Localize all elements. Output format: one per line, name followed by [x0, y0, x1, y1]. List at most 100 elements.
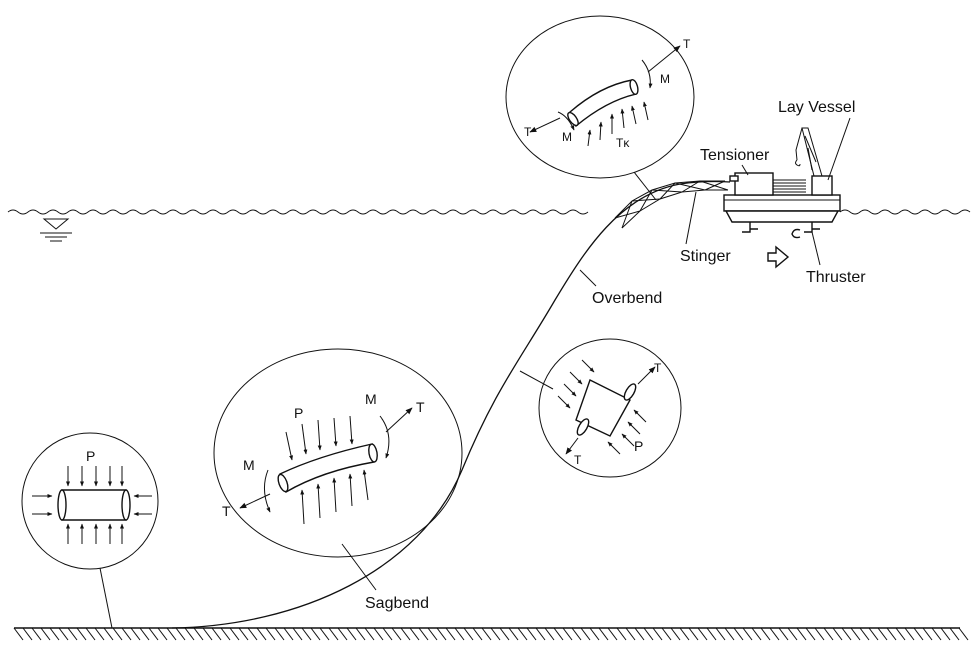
seabed-hatch-line [301, 627, 312, 641]
seabed-hatch-line [796, 627, 807, 641]
seabed-hatch-line [634, 627, 645, 641]
seabed-hatch-line [373, 627, 384, 641]
seabed-hatch-line [328, 627, 339, 641]
seabed-hatch-line [193, 627, 204, 641]
seabed-hatch-line [112, 627, 123, 641]
seabed-hatch-line [913, 627, 924, 641]
seabed-hatch-line [103, 627, 114, 641]
seabed-hatch-line [382, 627, 393, 641]
label-lay-vessel: Lay Vessel [778, 99, 855, 116]
sagbend-t-right: T [416, 399, 425, 415]
seabed-hatch-line [688, 627, 699, 641]
seabed-hatch-line [364, 627, 375, 641]
label-thruster: Thruster [806, 269, 866, 286]
seabed-hatch-line [670, 627, 681, 641]
seabed-hatch-line [409, 627, 420, 641]
seabed-hatch-line [778, 627, 789, 641]
seabed-hatch-line [40, 627, 51, 641]
seabed-hatch-line [922, 627, 933, 641]
seabed-hatch-line [463, 627, 474, 641]
seabed-hatch-line [427, 627, 438, 641]
seabed-hatch-line [310, 627, 321, 641]
seabed-hatch-line [337, 627, 348, 641]
inflection-p: P [634, 438, 643, 454]
seabed-hatch-line [706, 627, 717, 641]
seabed-hatch-line [805, 627, 816, 641]
seabed-hatch-line [436, 627, 447, 641]
pipeline-curve [171, 180, 731, 629]
seabed-hatch-line [841, 627, 852, 641]
overbend-t-right: T [683, 37, 691, 51]
seabed-hatch-line [220, 627, 231, 641]
seabed-hatch-line [508, 627, 519, 641]
seabed-hatch-line [904, 627, 915, 641]
seabed-hatch-line [400, 627, 411, 641]
seabed-hatch-line [868, 627, 879, 641]
seabed-hatch-line [292, 627, 303, 641]
seabed-hatch-line [490, 627, 501, 641]
seabed-hatch-line [211, 627, 222, 641]
seabed-hatch-line [94, 627, 105, 641]
seabed-hatch-line [517, 627, 528, 641]
seabed-hatch-line [553, 627, 564, 641]
seabed-hatch-line [742, 627, 753, 641]
seabed-hatch-line [247, 627, 258, 641]
seabed-hatch-line [607, 627, 618, 641]
seabed-hatch-line [454, 627, 465, 641]
thruster-units [742, 222, 820, 239]
seabed-hatch-line [283, 627, 294, 641]
inflection-t-bottom: T [574, 453, 582, 467]
seabed-hatch-line [751, 627, 762, 641]
seabed-hatch-line [481, 627, 492, 641]
seabed-hatch-line [157, 627, 168, 641]
seabed-hatch-line [418, 627, 429, 641]
sagbend-m-right: M [365, 391, 377, 407]
seabed-hatch-line [949, 627, 960, 641]
inflection-t-top: T [654, 361, 662, 375]
seabed-hatch-line [886, 627, 897, 641]
overbend-m-right: M [660, 72, 670, 86]
seabed-hatch-line [67, 627, 78, 641]
seabed-hatch-line [346, 627, 357, 641]
seabed-hatch-line [391, 627, 402, 641]
seabed-hatch-line [130, 627, 141, 641]
seabed-hatch-line [760, 627, 771, 641]
water-level-symbol [40, 218, 72, 242]
sagbend-p: P [294, 405, 303, 421]
overbend-m-left: M [562, 130, 572, 144]
seabed-hatch-line [85, 627, 96, 641]
seabed-hatch-line [562, 627, 573, 641]
seabed-hatch-line [877, 627, 888, 641]
seabed-hatch-line [850, 627, 861, 641]
seabed-hatch-line [580, 627, 591, 641]
seabed-hatch-line [769, 627, 780, 641]
seabed-hatch-line [958, 627, 969, 641]
sagbend-detail-bubble: P M T M T [213, 348, 463, 558]
overbend-t-left: T [524, 125, 532, 139]
seabed-hatch-line [238, 627, 249, 641]
seabed-hatch-line [445, 627, 456, 641]
inflection-detail-bubble: T T P [519, 338, 682, 478]
seabed-hatch-line [166, 627, 177, 641]
seabed-hatch-line [526, 627, 537, 641]
seabed-hatch-line [544, 627, 555, 641]
seabed-hatch-line [787, 627, 798, 641]
label-overbend: Overbend [592, 290, 662, 307]
overbend-tk: Tκ [616, 136, 630, 150]
seabed-hatch-line [832, 627, 843, 641]
seabed-hatch-line [148, 627, 159, 641]
seabed-hatch-line [13, 627, 24, 641]
seabed-hatch-line [571, 627, 582, 641]
seabed-hatch-line [643, 627, 654, 641]
seabed-hatch-line [256, 627, 267, 641]
seabed-hatch-line [724, 627, 735, 641]
seabed-hatch-line [661, 627, 672, 641]
seabed-hatch-line [589, 627, 600, 641]
seabed [13, 627, 969, 641]
seabed-hatch-line [733, 627, 744, 641]
seabed-hatch-line [940, 627, 951, 641]
seabed-p: P [86, 448, 95, 464]
label-sagbend: Sagbend [365, 595, 429, 612]
seabed-hatch-line [598, 627, 609, 641]
